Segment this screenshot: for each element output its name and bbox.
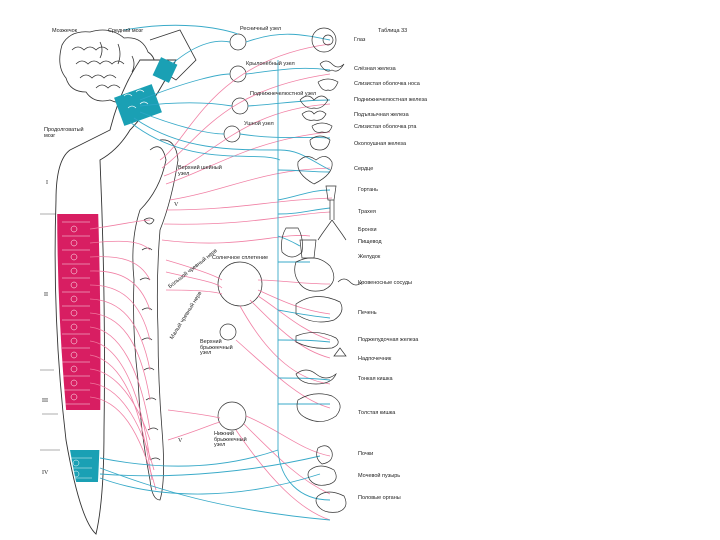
organ-label-genital-organs: Половые органы xyxy=(358,495,401,501)
otic-ganglion xyxy=(223,125,241,143)
label-midbrain: Мозжечок xyxy=(52,28,78,34)
label-celiac-plexus: Солнечное сплетение xyxy=(212,255,269,261)
organ-label-bladder: Мочевой пузырь xyxy=(358,473,401,479)
pancreas-drawing xyxy=(295,332,339,349)
organ-label-larynx: Гортань xyxy=(358,187,379,193)
label-upper-cervical-node: Верхний шейный узел xyxy=(178,165,222,177)
roman-numeral-3: III xyxy=(42,398,48,404)
organ-label-blood-vessels: Кровеносные сосуды xyxy=(358,280,413,286)
bladder-drawing xyxy=(307,465,337,486)
organ-label-parotid-gland: Околоушная железа xyxy=(354,141,407,147)
organ-label-esophagus: Пищевод xyxy=(358,239,382,245)
organ-label-small-intestine: Тонкая кишка xyxy=(358,376,393,382)
large-intestine-drawing xyxy=(296,393,341,422)
genital-organs-drawing xyxy=(315,491,347,513)
sympathetic-fibres xyxy=(89,43,333,521)
nasal-mucosa-drawing xyxy=(317,78,339,91)
roman-numeral-4: IV xyxy=(42,470,49,476)
oral-mucosa-drawing xyxy=(311,122,333,133)
label-upper-mesenteric: Верхний брыжеечный узел xyxy=(200,339,233,356)
kidney-drawing xyxy=(316,445,333,465)
blood-vessels-drawing xyxy=(337,278,363,286)
organ-label-trachea: Трахея xyxy=(358,209,376,215)
heart-drawing xyxy=(297,156,333,185)
thoracic-segment-block xyxy=(57,214,101,410)
upper-mesenteric-ganglion xyxy=(219,323,237,341)
organ-label-large-intestine: Толстая кишка xyxy=(358,410,396,416)
label-oblongata: Продолговатый мозг xyxy=(44,127,84,139)
label-v-top: V xyxy=(174,202,179,208)
label-pterygopalatine-node: Крылонёбный узел xyxy=(246,61,295,67)
submandibular-gland-drawing xyxy=(299,95,329,109)
midbrain-nucleus-block xyxy=(152,57,178,83)
label-ciliary-node: Ресничный узел xyxy=(240,26,282,32)
stomach-drawing xyxy=(294,257,335,292)
sublingual-gland-drawing xyxy=(301,110,327,121)
label-v-bottom: V xyxy=(178,438,183,444)
lung-drawing xyxy=(281,227,303,258)
figure-label: Таблица 33 xyxy=(378,28,408,34)
organ-label-submandibular-gland: Поднижнечелюстная железа xyxy=(354,97,428,103)
organ-label-sublingual-gland: Подъязычная железа xyxy=(354,112,409,118)
label-submandibular-node: Поднижнечелюстной узел xyxy=(250,91,317,97)
liver-drawing xyxy=(295,296,343,323)
label-lower-mesenteric: Нижний брыжеечный узел xyxy=(214,431,247,448)
lower-mesenteric-ganglion xyxy=(217,401,247,431)
organ-label-liver: Печень xyxy=(358,310,377,316)
parasympathetic-fibres xyxy=(99,24,331,521)
small-intestine-drawing xyxy=(295,369,337,385)
ciliary-ganglion xyxy=(229,33,247,51)
trachea-drawing xyxy=(329,200,335,220)
sacral-segment-block xyxy=(57,450,101,482)
roman-numeral-1: I xyxy=(46,180,48,186)
organ-label-lacrimal-gland: Слёзная железа xyxy=(354,66,396,72)
organ-label-heart: Сердце xyxy=(354,166,374,172)
eye-drawing xyxy=(311,27,337,53)
organ-label-bronchi: Бронхи xyxy=(358,227,377,233)
label-otic-node: Ушной узел xyxy=(244,121,274,127)
organ-label-nasal-mucosa: Слизистая оболочка носа xyxy=(354,81,420,87)
organ-label-pancreas: Поджелудочная железа xyxy=(358,337,419,343)
organ-label-kidneys: Почки xyxy=(358,451,374,457)
label-medulla: Средний мозг xyxy=(108,28,144,34)
celiac-ganglion xyxy=(217,261,263,307)
bronchi-drawing xyxy=(317,219,347,241)
adrenal-drawing xyxy=(333,347,347,357)
organ-label-adrenal: Надпочечник xyxy=(358,356,392,362)
sympathetic-trunk xyxy=(132,139,179,501)
organ-label-eye: Глаз xyxy=(354,37,366,43)
lacrimal-gland-drawing xyxy=(319,60,345,72)
organ-label-oral-mucosa: Слизистая оболочка рта xyxy=(354,124,417,130)
organ-label-stomach: Желудок xyxy=(358,254,381,260)
organ-drawings xyxy=(281,27,363,513)
parotid-gland-drawing xyxy=(309,135,331,151)
roman-numeral-2: II xyxy=(44,292,48,298)
